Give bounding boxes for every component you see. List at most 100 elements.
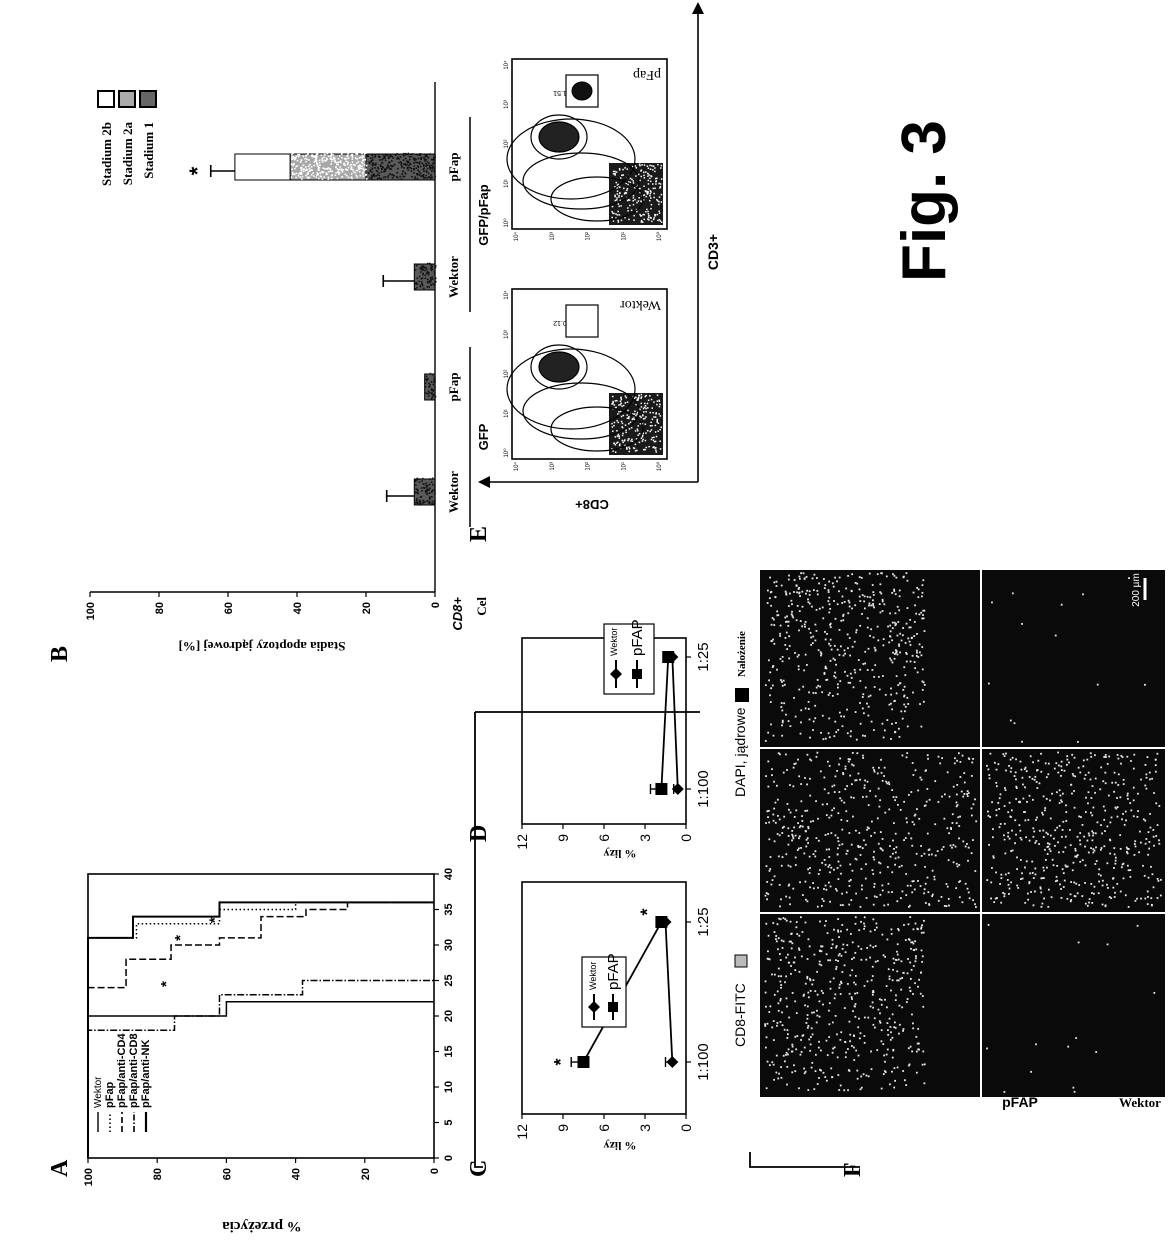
- micrograph-speck: [818, 582, 820, 585]
- micrograph-speck: [879, 871, 882, 874]
- micrograph-speck: [794, 1035, 797, 1038]
- micrograph-speck: [776, 923, 779, 926]
- bar-texture-dot: [409, 166, 411, 169]
- micrograph-speck: [917, 596, 920, 599]
- micrograph-speck: [838, 628, 841, 631]
- micrograph-speck: [764, 980, 767, 983]
- bar-texture-dot: [434, 491, 436, 493]
- panel-c-point-square: [655, 916, 668, 928]
- micrograph-speck: [826, 803, 828, 806]
- flow-population-dot: [612, 403, 614, 405]
- micrograph-speck: [846, 674, 849, 677]
- micrograph-speck: [867, 1075, 870, 1078]
- micrograph-speck: [772, 618, 775, 621]
- micrograph-speck: [889, 1083, 891, 1086]
- micrograph-speck: [922, 681, 925, 684]
- flow-population-dot: [634, 198, 636, 201]
- micrograph-speck: [807, 601, 810, 604]
- bar-texture-dot: [331, 170, 334, 173]
- bar-texture-dot: [293, 162, 295, 165]
- micrograph-speck: [918, 978, 920, 981]
- micrograph-speck: [902, 1028, 905, 1031]
- micrograph-speck: [1136, 897, 1138, 900]
- flow-population-dot: [654, 447, 656, 449]
- flow-population-dot: [616, 197, 618, 199]
- panel-b-bar-label: Wektor: [446, 471, 461, 513]
- micrograph-speck: [1032, 835, 1035, 838]
- micrograph-speck: [794, 969, 797, 972]
- bar-texture-dot: [383, 170, 385, 173]
- flow-population-dot: [634, 430, 637, 432]
- bar-texture-dot: [421, 162, 423, 164]
- micrograph-speck: [860, 920, 862, 923]
- micrograph-speck: [924, 804, 927, 807]
- micrograph-speck: [1086, 758, 1089, 761]
- bar-texture-dot: [318, 162, 321, 164]
- bar-texture-dot: [431, 491, 433, 493]
- micrograph-speck: [873, 831, 876, 834]
- micrograph-speck: [831, 1051, 834, 1054]
- micrograph-speck: [896, 900, 899, 903]
- micrograph-speck: [791, 992, 794, 994]
- bar-texture-dot: [384, 159, 387, 162]
- micrograph-speck: [800, 955, 803, 958]
- micrograph-speck: [902, 1030, 904, 1032]
- micrograph-speck: [1038, 843, 1041, 845]
- micrograph-speck: [1009, 719, 1012, 722]
- panel-d-point-square: [662, 651, 675, 663]
- micrograph-speck: [906, 752, 909, 755]
- bar-texture-dot: [327, 170, 330, 173]
- micrograph-speck: [843, 601, 846, 603]
- micrograph-speck: [908, 904, 911, 907]
- flow-population-dot: [658, 203, 660, 206]
- micrograph-speck: [765, 775, 767, 778]
- micrograph-speck: [1106, 762, 1109, 765]
- micrograph-speck: [764, 740, 767, 742]
- micrograph-speck: [1064, 864, 1067, 867]
- micrograph-speck: [872, 1023, 875, 1026]
- micrograph-speck: [851, 969, 854, 972]
- micrograph-speck: [907, 637, 910, 640]
- micrograph-speck: [972, 803, 975, 806]
- micrograph-speck: [909, 643, 912, 646]
- flow-population-dot: [639, 213, 641, 216]
- micrograph-speck: [1009, 815, 1012, 818]
- micrograph-speck: [1013, 775, 1016, 777]
- micrograph-speck: [831, 943, 834, 946]
- bar-texture-dot: [306, 158, 308, 160]
- micrograph-speck: [967, 792, 970, 795]
- micrograph-speck: [942, 846, 945, 848]
- flow-population-dot: [614, 199, 617, 202]
- micrograph-speck: [830, 947, 833, 949]
- micrograph-speck: [808, 1038, 811, 1041]
- micrograph-speck: [964, 845, 967, 848]
- micrograph-speck: [987, 810, 989, 813]
- bar-texture-dot: [429, 478, 431, 480]
- bar-texture-dot: [413, 162, 415, 164]
- bar-texture-dot: [381, 158, 384, 161]
- micrograph-speck: [800, 572, 802, 575]
- micrograph-speck: [846, 849, 849, 852]
- flow-population-dot: [625, 429, 627, 431]
- micrograph-speck: [1073, 790, 1075, 792]
- bar-texture-dot: [424, 277, 427, 280]
- bar-texture-dot: [404, 153, 407, 156]
- micrograph-speck: [806, 1017, 809, 1020]
- bar-texture-dot: [331, 177, 333, 180]
- bar-texture-dot: [380, 177, 383, 180]
- bar-texture-dot: [408, 155, 411, 158]
- bar-texture-dot: [320, 171, 323, 173]
- bar-texture-dot: [402, 170, 405, 173]
- micrograph-speck: [878, 766, 880, 769]
- bar-texture-dot: [424, 153, 426, 156]
- flow-population-dot: [622, 432, 624, 435]
- micrograph-speck: [821, 714, 824, 717]
- flow-population-dot: [617, 413, 619, 415]
- flow-population-dot: [624, 402, 627, 404]
- micrograph-speck: [843, 649, 846, 652]
- flow-population-dot: [650, 421, 652, 424]
- bar-texture-dot: [321, 161, 324, 163]
- micrograph-speck: [893, 731, 896, 734]
- flow-population-dot: [647, 167, 650, 170]
- micrograph-speck: [890, 702, 892, 705]
